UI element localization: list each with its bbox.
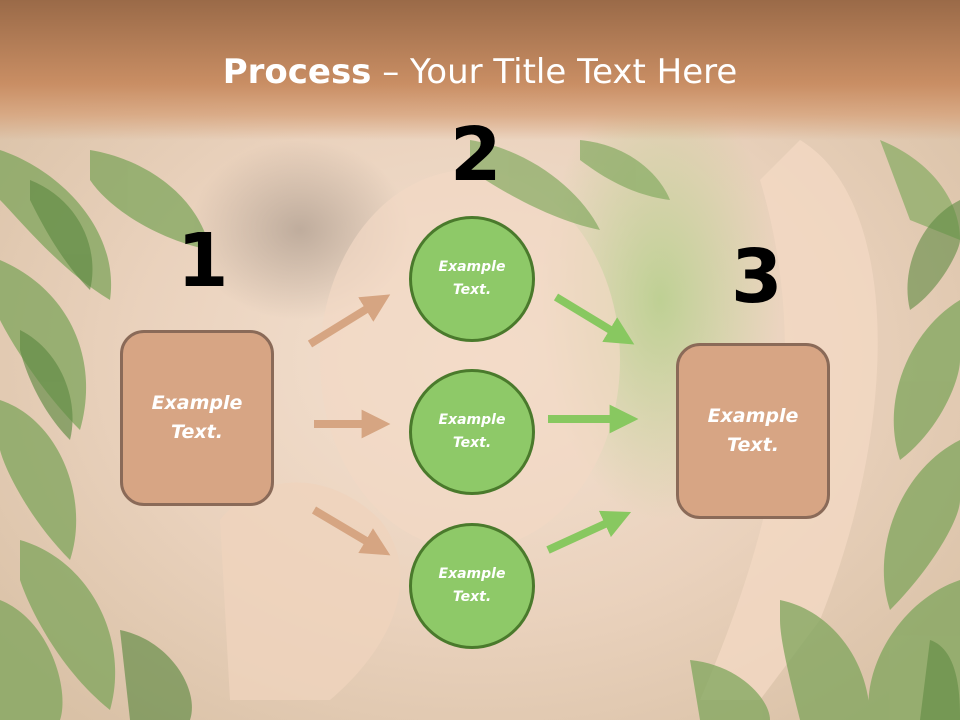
- step-number-1: 1: [177, 218, 229, 304]
- circle-middle-text: Example Text.: [438, 412, 506, 451]
- circle-bottom-text: Example Text.: [438, 566, 506, 605]
- title-bold-part: Process: [222, 52, 372, 92]
- left-box-text: Example Text.: [151, 392, 243, 443]
- step-number-3: 3: [731, 234, 783, 320]
- right-box-text: Example Text.: [707, 405, 799, 456]
- circle-top-text: Example Text.: [438, 259, 506, 298]
- title-bar: [0, 0, 960, 140]
- left-box: Example Text.: [120, 330, 274, 506]
- slide-title: Process – Your Title Text Here: [0, 52, 960, 92]
- step-number-2: 2: [450, 112, 502, 198]
- title-rest-part: – Your Title Text Here: [371, 52, 738, 92]
- circle-middle: Example Text.: [409, 369, 535, 495]
- circle-bottom: Example Text.: [409, 523, 535, 649]
- right-box: Example Text.: [676, 343, 830, 519]
- circle-top: Example Text.: [409, 216, 535, 342]
